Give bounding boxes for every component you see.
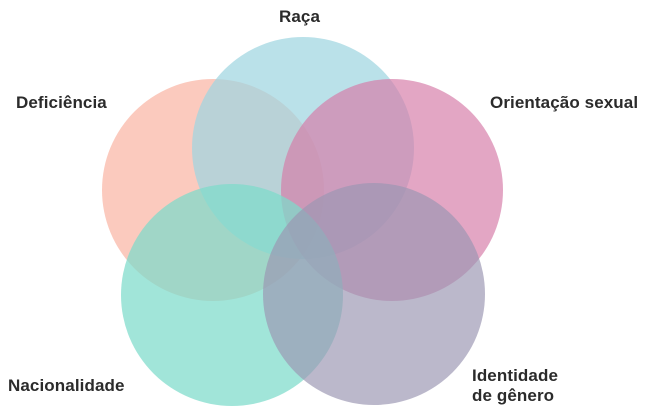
label-orientacao-sexual: Orientação sexual (490, 93, 639, 112)
label-nacionalidade: Nacionalidade (8, 376, 125, 395)
label-identidade-line1: Identidade (472, 366, 559, 385)
label-identidade-de-genero: Identidade de gênero (472, 366, 558, 405)
circle-identidade (263, 183, 485, 405)
label-identidade-line2: de gênero (472, 385, 555, 405)
label-deficiencia: Deficiência (16, 93, 107, 112)
label-raca: Raça (279, 7, 321, 26)
